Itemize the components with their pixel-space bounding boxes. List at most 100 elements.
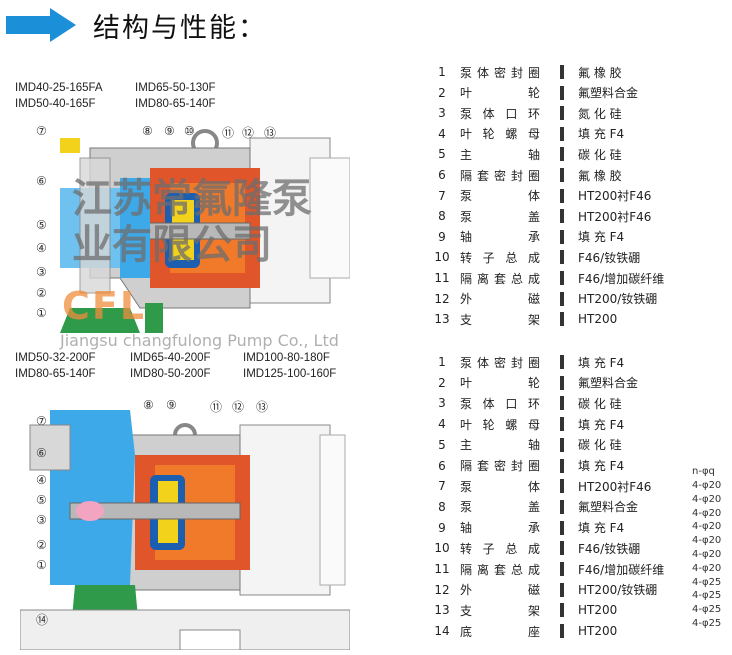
part-name: 隔离套总成 [460, 562, 540, 577]
nq-value: 4-φ25 [692, 604, 722, 616]
part-name: 外磁 [460, 292, 540, 307]
part-number: 12 [434, 291, 450, 306]
watermark-cn: 江苏常氟隆泵业有限公司 [72, 176, 312, 268]
part-number: 3 [438, 106, 446, 121]
callout-5: ⑤ [36, 218, 47, 232]
callout-11: ⑪ [210, 400, 223, 414]
divider [560, 562, 564, 576]
divider [560, 271, 564, 285]
part-material: HT200 [578, 603, 618, 618]
part-number: 8 [438, 209, 446, 224]
part-number: 3 [438, 396, 446, 411]
part-material: 氟 橡 胶 [578, 168, 622, 183]
divider [560, 520, 564, 535]
callout-8: ⑧ [143, 398, 154, 412]
part-row: 13 支架 HT200 [424, 600, 684, 620]
section-title: 结构与性能： [93, 13, 267, 44]
watermark-en: Jiangsu changfulong Pump Co., Ltd [60, 331, 339, 350]
model-label: IMD80-65-140F [15, 368, 96, 380]
nq-value: 4-φ20 [692, 535, 722, 547]
callout-13: ⑬ [256, 400, 269, 414]
part-name: 外磁 [460, 583, 540, 598]
part-material: F46/增加碳纤维 [578, 271, 665, 286]
callout-10: ⑩ [184, 124, 195, 138]
part-name: 转子总成 [460, 250, 540, 265]
part-material: 氮 化 硅 [578, 106, 622, 121]
part-number: 4 [438, 417, 446, 432]
part-number: 6 [438, 168, 446, 182]
callout-4: ④ [36, 241, 47, 255]
part-number: 7 [438, 479, 446, 494]
part-material: HT200/钕铁硼 [578, 292, 658, 307]
divider [560, 458, 564, 473]
callout-11: ⑪ [222, 126, 235, 140]
callout-14: ⑭ [36, 613, 49, 627]
divider [560, 355, 564, 369]
part-name: 泵体密封圈 [460, 355, 540, 370]
part-material: F46/钕铁硼 [578, 250, 641, 265]
nq-value: 4-φ20 [692, 521, 722, 533]
part-row: 9 轴承 填 充 F4 [424, 227, 684, 247]
part-name: 隔套密封圈 [460, 168, 540, 183]
divider [560, 85, 564, 100]
part-name: 隔离套总成 [460, 271, 540, 286]
callout-1: ① [36, 306, 47, 320]
part-name: 泵盖 [460, 500, 540, 515]
part-material: HT200衬F46 [578, 209, 652, 224]
callout-4: ④ [36, 473, 47, 487]
part-name: 主轴 [460, 438, 540, 453]
part-number: 9 [438, 229, 446, 244]
divider [560, 479, 564, 494]
model-label: IMD50-32-200F [15, 352, 96, 364]
part-number: 9 [438, 520, 446, 535]
part-name: 支架 [460, 603, 540, 618]
callout-5: ⑤ [36, 493, 47, 507]
part-number: 5 [438, 147, 446, 162]
divider [560, 291, 564, 306]
nq-value: 4-φ20 [692, 493, 722, 505]
part-name: 主轴 [460, 147, 540, 162]
part-number: 13 [434, 603, 450, 618]
part-number: 5 [438, 437, 446, 452]
divider [560, 312, 564, 327]
divider [560, 541, 564, 556]
model-label: IMD125-100-160F [243, 368, 337, 380]
model-label: IMD80-65-140F [135, 98, 216, 110]
part-material: HT200/钕铁硼 [578, 583, 658, 598]
part-name: 支架 [460, 312, 540, 327]
part-material: 氟塑料合金 [578, 86, 639, 101]
divider [560, 624, 564, 639]
part-material: 氟塑料合金 [578, 500, 639, 515]
divider [560, 229, 564, 244]
callout-3: ③ [36, 265, 47, 279]
nq-value: 4-φ25 [692, 590, 722, 602]
callout-2: ② [36, 286, 47, 300]
part-row: 12 外磁 HT200/钕铁硼 [424, 289, 684, 309]
part-material: 填 充 F4 [578, 230, 625, 245]
part-name: 轴承 [460, 230, 540, 245]
part-material: 填 充 F4 [578, 355, 625, 370]
part-name: 泵体口环 [460, 106, 540, 121]
part-row: 3 泵体口环 氮 化 硅 [424, 103, 684, 123]
part-number: 14 [434, 624, 450, 639]
divider [560, 168, 564, 182]
callout-9: ⑨ [164, 124, 175, 138]
part-material: 填 充 F4 [578, 521, 625, 536]
callout-3: ③ [36, 513, 47, 527]
part-number: 8 [438, 499, 446, 514]
divider [560, 499, 564, 514]
callout-6: ⑥ [36, 446, 47, 460]
divider [560, 437, 564, 452]
part-row: 8 泵盖 氟塑料合金 [424, 497, 684, 517]
part-material: 填 充 F4 [578, 459, 625, 473]
